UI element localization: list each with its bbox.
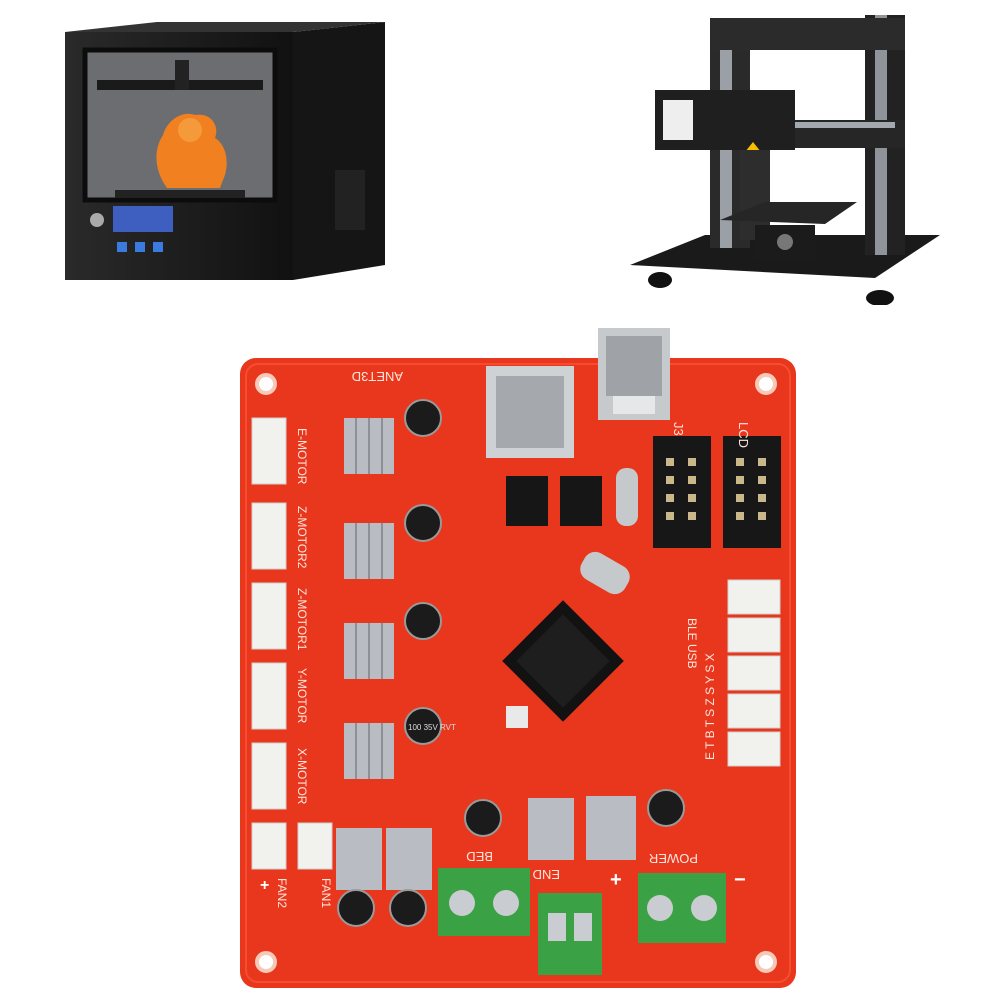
power-minus-label: − [734, 869, 746, 891]
j3-header [653, 436, 711, 548]
motor-connectors [251, 417, 333, 870]
y-motor-label: Y-MOTOR [295, 668, 309, 724]
power-button-icon [90, 213, 104, 227]
bed-label: BED [466, 849, 493, 864]
reset-button [506, 706, 528, 728]
power-label: POWER [649, 851, 698, 866]
ic-chip [506, 476, 548, 526]
print-bed [115, 190, 245, 198]
mounting-holes [255, 373, 777, 973]
fan2-label: FAN2 [275, 878, 289, 908]
electrolytic-capacitors [337, 399, 685, 927]
usb-b-port [598, 328, 670, 420]
ble-usb-label: BLE USB [685, 618, 699, 669]
fan1-label: FAN1 [319, 878, 333, 908]
enclosed-3d-printer-image [65, 22, 385, 280]
lcd-header [723, 436, 781, 548]
fan-plus-label: + [260, 877, 269, 894]
crystal-oscillator-2 [580, 551, 630, 595]
crystal-oscillator [616, 468, 638, 526]
lcd-screen [113, 206, 173, 232]
printed-lion-model [156, 113, 227, 188]
end-label: END [533, 867, 560, 882]
anet3d-control-board-image: ANET3D J3 LCD [240, 328, 796, 988]
open-frame-3d-printer-image [630, 15, 940, 305]
z-motor1-label: Z-MOTOR1 [295, 588, 309, 651]
z-motor2-label: Z-MOTOR2 [295, 506, 309, 569]
frame-top-beam [710, 18, 905, 50]
e-motor-label: E-MOTOR [295, 428, 309, 485]
sd-card-slot [486, 366, 574, 458]
capacitor-marking: 100 35V RVT [408, 723, 456, 732]
j3-label: J3 [671, 422, 686, 436]
power-plus-label: + [610, 869, 622, 891]
printer-side [293, 22, 385, 280]
x-motor-label: X-MOTOR [295, 748, 309, 805]
screw-terminals [438, 868, 726, 975]
endstop-letters: E T B T S Z S Y S X [703, 653, 717, 760]
mcu-chip [502, 600, 624, 722]
ic-chip-2 [560, 476, 602, 526]
lcd-label: LCD [736, 422, 751, 448]
board-brand-label: ANET3D [352, 369, 403, 384]
endstop-connectors [727, 579, 781, 767]
heated-bed [720, 202, 857, 224]
